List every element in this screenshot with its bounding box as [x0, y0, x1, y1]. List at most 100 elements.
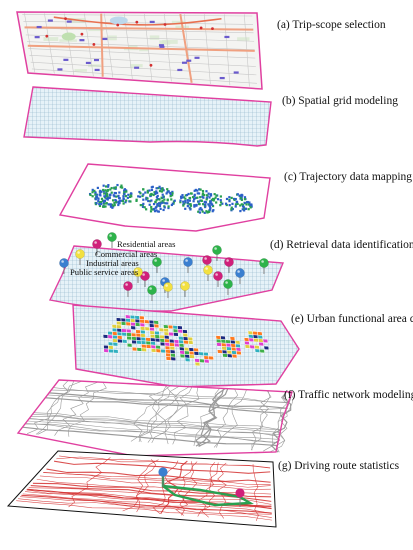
trajectory-point [146, 197, 149, 200]
cluster-cell [102, 334, 109, 339]
cluster-cell [208, 355, 214, 361]
trajectory-point [165, 192, 168, 195]
map-street [24, 27, 254, 34]
trajectory-point [205, 190, 208, 193]
trajectory-point [208, 204, 211, 207]
cluster-cell [103, 344, 109, 350]
trajectory-point [154, 200, 157, 203]
cluster-cell [136, 340, 142, 345]
cluster-cell [168, 338, 175, 344]
trajectory-point [239, 195, 242, 198]
trajectory-point [161, 189, 164, 192]
cluster-cell [262, 338, 269, 344]
trajectory-point [154, 191, 157, 195]
map-dot [199, 26, 203, 30]
network-road [37, 380, 82, 435]
cluster-cell [112, 349, 119, 354]
network-road [213, 388, 239, 448]
trajectory-point [135, 199, 138, 202]
trajectory-point [170, 203, 173, 207]
map-marker [102, 37, 108, 41]
cluster-cell [116, 335, 123, 340]
network-road [130, 385, 167, 442]
trajectory-point [239, 209, 242, 213]
cluster-cell [172, 325, 179, 330]
map-water [109, 16, 128, 25]
trajectory-point [106, 189, 109, 193]
trajectory-point [142, 188, 145, 191]
cluster-cell [135, 329, 141, 334]
cluster-cell [216, 342, 222, 347]
map-street [24, 13, 36, 73]
trajectory-point [143, 206, 146, 209]
layer-c-trajectory-map [58, 163, 271, 232]
cluster-cell [121, 339, 128, 344]
trajectory-point [91, 191, 94, 194]
trajectory-point [117, 203, 120, 207]
trajectory-point [203, 200, 206, 204]
trajectory-point [100, 202, 103, 206]
trajectory-point [156, 191, 159, 194]
trajectory-point [102, 188, 105, 192]
cluster-cell [165, 349, 171, 354]
layer-c-label: (c) Trajectory data mapping [284, 171, 412, 183]
cluster-cell [165, 356, 172, 361]
cluster-cell [130, 325, 136, 330]
map-marker [233, 71, 239, 74]
trajectory-point [123, 192, 126, 196]
trajectory-point [145, 208, 148, 211]
cluster-cell [254, 348, 261, 353]
cluster-cell [140, 336, 147, 342]
cluster-cell [111, 327, 118, 333]
cluster-cell [163, 335, 170, 340]
trajectory-point [235, 200, 238, 203]
route-road [56, 456, 271, 469]
trajectory-point [161, 193, 164, 196]
cluster-cell [149, 323, 155, 328]
trajectory-point [141, 205, 145, 208]
map-marker [94, 68, 100, 72]
cluster-cell [177, 328, 184, 334]
trajectory-point [155, 196, 159, 199]
trajectory-point [180, 196, 183, 199]
trajectory-point [158, 185, 161, 188]
cluster-cell [235, 347, 242, 352]
trajectory-point [155, 187, 158, 190]
trajectory-point [199, 188, 202, 191]
poi-label-commercial: Commercial areas [95, 249, 158, 259]
trajectory-point [125, 190, 128, 193]
trajectory-point [212, 198, 216, 201]
trajectory-point [230, 196, 233, 200]
trajectory-point [91, 195, 94, 198]
cluster-cell [173, 332, 179, 337]
trajectory-point [113, 195, 116, 198]
trajectory-point [214, 196, 217, 199]
route-road [36, 478, 272, 495]
trajectory-point [200, 199, 203, 202]
trajectory-point [167, 206, 170, 210]
trajectory-point [117, 197, 121, 200]
trajectory-point [205, 198, 208, 201]
trajectory-point [113, 201, 116, 205]
trajectory-point [105, 194, 108, 197]
cluster-cell [145, 337, 151, 342]
trajectory-point [170, 198, 173, 201]
network-road [275, 391, 294, 453]
cluster-cell [121, 328, 127, 333]
map-main-road [24, 26, 254, 31]
trajectory-point [151, 185, 154, 188]
cluster-cell [248, 334, 254, 339]
trajectory-point [102, 205, 105, 208]
cluster-cell [169, 346, 176, 351]
poi-pin-icon [183, 257, 193, 273]
trajectory-point [98, 204, 102, 208]
map-block [139, 48, 149, 52]
map-ring-road [53, 16, 222, 26]
trajectory-point [146, 189, 149, 192]
poi-pin-icon [180, 281, 190, 297]
cluster-cell [173, 339, 180, 344]
cluster-cell [160, 348, 166, 354]
map-street [30, 61, 257, 76]
cluster-cell [112, 338, 118, 343]
trajectory-point [224, 202, 228, 205]
